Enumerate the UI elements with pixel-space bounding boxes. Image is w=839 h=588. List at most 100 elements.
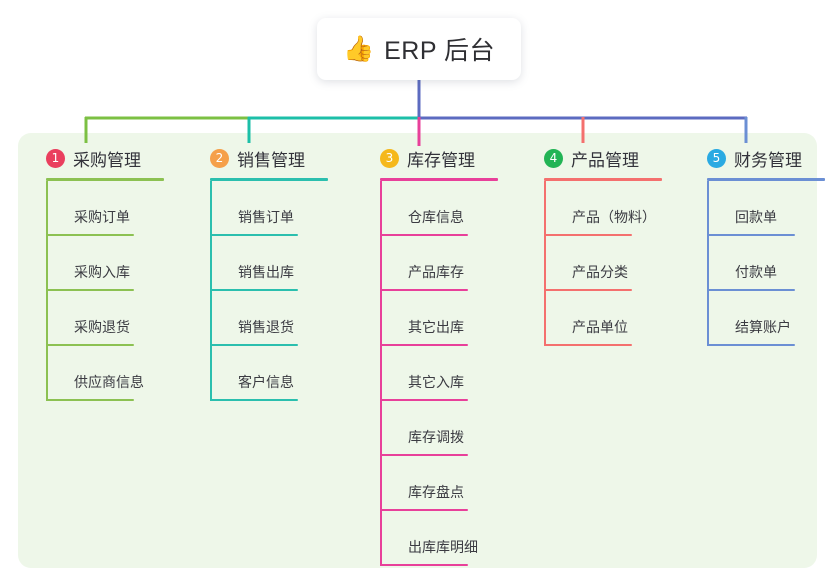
column-4: 4 产品管理产品（物料） 产品分类产品单位 [524, 143, 662, 346]
root-node[interactable]: 👍 ERP 后台 [317, 18, 521, 80]
leaf-rule [544, 344, 632, 346]
leaf-label: 产品（物料） [572, 209, 656, 225]
leaf-rule [210, 399, 298, 401]
column-header-4[interactable]: 4 产品管理 [524, 143, 662, 181]
branch-spine [544, 181, 546, 346]
leaf-rule [380, 509, 468, 511]
leaf-label: 库存调拨 [408, 429, 464, 445]
leaf-label: 供应商信息 [74, 374, 144, 390]
column-badge-4: 4 [544, 148, 563, 168]
leaf-node[interactable]: 结算账户 [707, 291, 802, 346]
column-3: 3 库存管理仓库信息产品库存其它出库其它入库库存调拨库存盘点出库库明细 [360, 143, 498, 566]
column-header-1[interactable]: 1 采购管理 [26, 143, 164, 181]
leaf-node[interactable]: 采购退货 [46, 291, 141, 346]
diagram-panel [18, 133, 817, 568]
leaf-label: 销售订单 [238, 209, 294, 225]
column-badge-1: 1 [46, 148, 65, 168]
leaf-rule [544, 289, 632, 291]
branch-spine [380, 181, 382, 566]
column-badge-5: 5 [707, 148, 726, 168]
leaf-node[interactable]: 付款单 [707, 236, 802, 291]
leaf-label: 付款单 [735, 264, 777, 280]
leaf-label: 库存盘点 [408, 484, 464, 500]
leaf-rule [707, 289, 795, 291]
leaf-node[interactable]: 其它出库 [380, 291, 475, 346]
column-2: 2 销售管理销售订单销售出库销售退货客户信息 [190, 143, 328, 401]
leaf-node[interactable]: 产品分类 [544, 236, 639, 291]
leaf-rule [46, 399, 134, 401]
leaf-label: 仓库信息 [408, 209, 464, 225]
column-header-3[interactable]: 3 库存管理 [360, 143, 498, 181]
leaf-node[interactable]: 产品单位 [544, 291, 639, 346]
column-title-2: 销售管理 [237, 150, 305, 170]
leaf-rule [380, 344, 468, 346]
column-title-3: 库存管理 [407, 150, 475, 170]
branch-spine [707, 181, 709, 346]
leaf-node[interactable]: 出库库明细 [380, 511, 478, 566]
column-1: 1 采购管理采购订单采购入库采购退货供应商信息 [26, 143, 164, 401]
column-title-5: 财务管理 [734, 150, 802, 170]
leaf-label: 产品分类 [572, 264, 628, 280]
leaf-rule [210, 344, 298, 346]
leaf-rule [707, 234, 795, 236]
column-title-1: 采购管理 [73, 150, 141, 170]
leaf-node[interactable]: 回款单 [707, 181, 802, 236]
leaf-rule [46, 344, 134, 346]
leaf-node[interactable]: 销售退货 [210, 291, 305, 346]
leaf-rule [380, 454, 468, 456]
column-header-2[interactable]: 2 销售管理 [190, 143, 328, 181]
leaf-label: 结算账户 [735, 319, 791, 335]
leaf-node[interactable]: 供应商信息 [46, 346, 144, 401]
leaf-label: 产品单位 [572, 319, 628, 335]
thumbs-up-icon: 👍 [342, 34, 375, 63]
branch-spine [210, 181, 212, 401]
leaf-label: 采购入库 [74, 264, 130, 280]
column-header-rule [544, 178, 662, 181]
column-badge-3: 3 [380, 148, 399, 168]
leaf-label: 销售退货 [238, 319, 294, 335]
leaf-label: 销售出库 [238, 264, 294, 280]
leaf-rule [210, 289, 298, 291]
leaf-node[interactable]: 其它入库 [380, 346, 475, 401]
column-items-3: 仓库信息产品库存其它出库其它入库库存调拨库存盘点出库库明细 [380, 181, 478, 566]
leaf-rule [380, 399, 468, 401]
column-title-4: 产品管理 [571, 150, 639, 170]
column-header-rule [380, 178, 498, 181]
leaf-rule [380, 289, 468, 291]
leaf-node[interactable]: 库存调拨 [380, 401, 475, 456]
leaf-rule [544, 234, 632, 236]
column-header-5[interactable]: 5 财务管理 [687, 143, 825, 181]
column-items-2: 销售订单销售出库销售退货客户信息 [210, 181, 305, 401]
leaf-label: 其它出库 [408, 319, 464, 335]
leaf-rule [380, 234, 468, 236]
leaf-node[interactable]: 产品库存 [380, 236, 475, 291]
column-header-rule [707, 178, 825, 181]
leaf-node[interactable]: 库存盘点 [380, 456, 475, 511]
leaf-rule [46, 234, 134, 236]
leaf-label: 采购订单 [74, 209, 130, 225]
leaf-node[interactable]: 采购订单 [46, 181, 141, 236]
leaf-label: 采购退货 [74, 319, 130, 335]
root-title: ERP 后台 [384, 37, 496, 65]
leaf-node[interactable]: 客户信息 [210, 346, 305, 401]
column-items-4: 产品（物料） 产品分类产品单位 [544, 181, 656, 346]
leaf-label: 出库库明细 [408, 539, 478, 555]
column-items-1: 采购订单采购入库采购退货供应商信息 [46, 181, 144, 401]
leaf-node[interactable]: 销售订单 [210, 181, 305, 236]
branch-spine [46, 181, 48, 401]
leaf-rule [380, 564, 468, 566]
column-header-rule [210, 178, 328, 181]
leaf-label: 其它入库 [408, 374, 464, 390]
column-header-rule [46, 178, 164, 181]
leaf-rule [46, 289, 134, 291]
leaf-node[interactable]: 销售出库 [210, 236, 305, 291]
leaf-node[interactable]: 仓库信息 [380, 181, 475, 236]
leaf-node[interactable]: 产品（物料） [544, 181, 656, 236]
column-badge-2: 2 [210, 148, 229, 168]
leaf-label: 客户信息 [238, 374, 294, 390]
leaf-rule [210, 234, 298, 236]
leaf-label: 回款单 [735, 209, 777, 225]
leaf-node[interactable]: 采购入库 [46, 236, 141, 291]
